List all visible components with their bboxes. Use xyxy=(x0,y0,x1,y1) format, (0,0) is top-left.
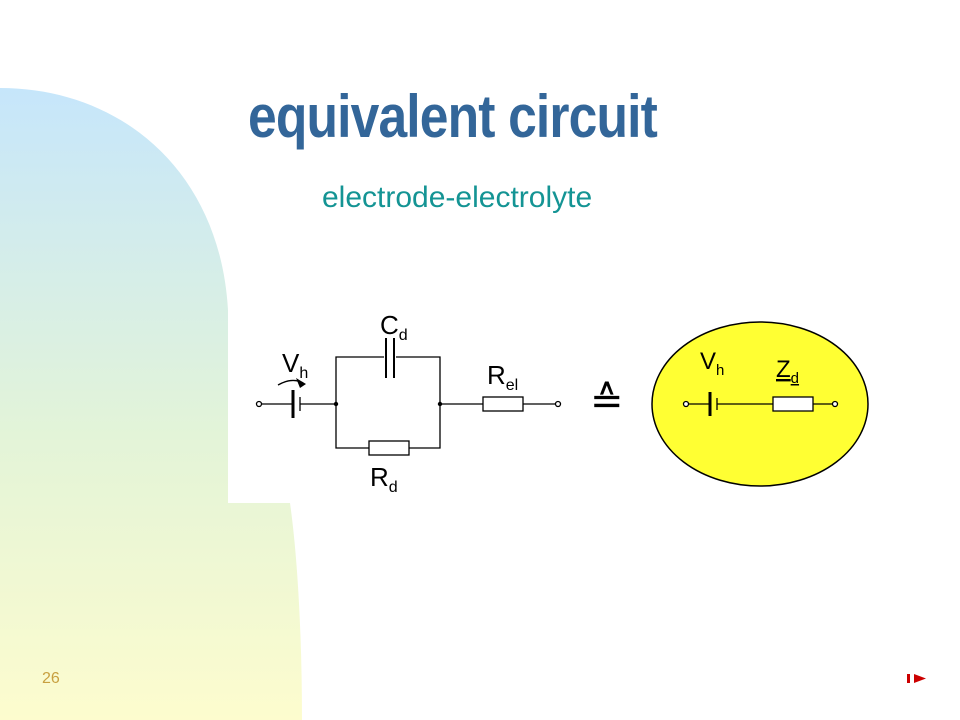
equivalence-symbol: ≙ xyxy=(590,379,624,423)
right-terminal xyxy=(554,400,562,408)
source-label: Vh xyxy=(282,348,308,382)
wire-top-branch-right xyxy=(396,356,441,404)
node-left xyxy=(333,401,339,407)
cap-label: Cd xyxy=(380,310,408,344)
slide-subtitle: electrode-electrolyte xyxy=(322,181,593,214)
resistor-rel xyxy=(482,396,524,412)
slide-title: equivalent circuit xyxy=(248,83,658,150)
left-terminal xyxy=(255,400,263,408)
rel-label: Rel xyxy=(487,360,518,394)
equiv-impedance xyxy=(772,396,814,412)
rd-label: Rd xyxy=(370,462,398,496)
equiv-left-terminal xyxy=(682,400,690,408)
wire-bottom-branch-right xyxy=(409,404,441,449)
next-slide-icon[interactable] xyxy=(906,671,928,685)
equiv-right-terminal xyxy=(831,400,839,408)
equiv-source-label: Vh xyxy=(700,348,724,379)
resistor-rd xyxy=(368,440,410,456)
wire-top-branch-left xyxy=(335,356,384,404)
background-blob xyxy=(0,88,302,720)
wire-bottom-branch-left xyxy=(335,404,369,449)
source-arrow-head xyxy=(296,378,306,388)
slide-number: 26 xyxy=(42,670,60,687)
node-right xyxy=(437,401,443,407)
equiv-impedance-label: Zd xyxy=(776,356,799,387)
